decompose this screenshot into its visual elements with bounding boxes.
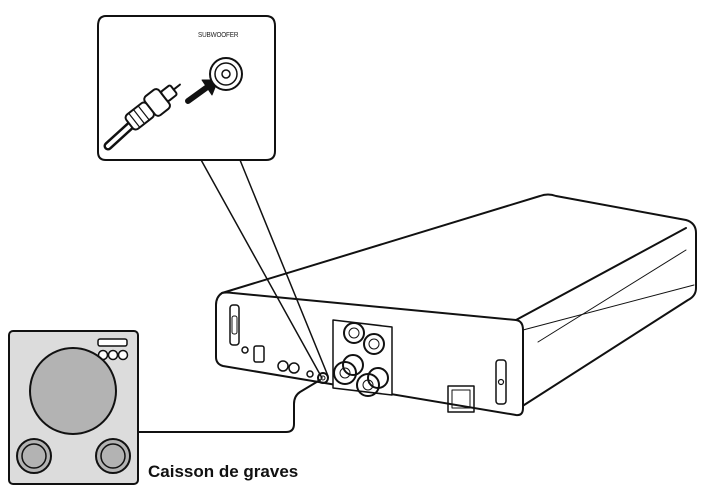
- terminal-post-icon: [342, 354, 364, 376]
- main-unit: [215, 193, 697, 417]
- subwoofer-knob-icon: [117, 349, 129, 361]
- terminal-post-icon: [363, 333, 385, 355]
- subwoofer-jack-label: SUBWOOFER: [198, 30, 239, 39]
- subwoofer: [8, 330, 321, 485]
- main-unit-top-edge: [515, 227, 687, 321]
- right-indicator: [497, 378, 505, 386]
- left-indicator: [241, 346, 249, 354]
- switch-icon: [253, 345, 265, 363]
- woofer-cone: [29, 347, 117, 435]
- main-unit-top: [221, 193, 697, 408]
- rca-plug-icon: [124, 83, 181, 131]
- terminal-post-icon: [356, 373, 380, 397]
- terminal-post-icon: [343, 322, 365, 344]
- left-panel-slot-inner: [231, 315, 238, 335]
- subwoofer-output-jack: [317, 372, 329, 384]
- main-unit-side-crease: [522, 284, 695, 331]
- jack-icon: [288, 362, 300, 374]
- subwoofer-knob-icon: [107, 349, 119, 361]
- callout-pointer: [199, 157, 329, 379]
- terminal-plate: [332, 319, 393, 396]
- callout-box: [97, 15, 276, 161]
- callout: [97, 15, 329, 379]
- speaker-terminal-block: [332, 319, 393, 397]
- device-caption: Caisson de graves: [148, 462, 299, 481]
- main-unit-top-crease: [537, 249, 687, 343]
- jack-icon: [277, 360, 289, 372]
- terminal-post-icon: [333, 361, 357, 385]
- subwoofer-top-button: [97, 338, 128, 347]
- led-icon: [306, 370, 314, 378]
- power-inlet-icon: [447, 385, 475, 413]
- subwoofer-cable: [127, 379, 321, 433]
- rca-jack-icon: [209, 57, 243, 91]
- left-panel-slot: [229, 304, 240, 346]
- right-panel-slot: [495, 359, 507, 405]
